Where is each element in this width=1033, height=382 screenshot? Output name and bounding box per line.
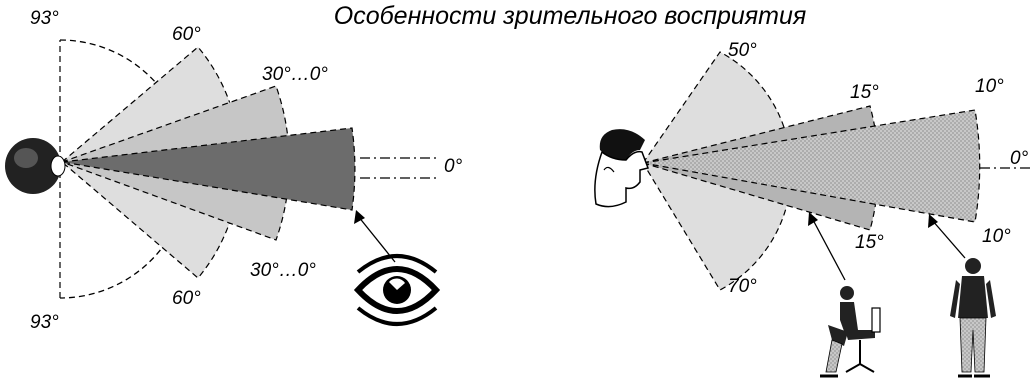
label-right-upper-50: 50° <box>728 40 757 61</box>
arrow-seated-to-sector <box>808 212 846 281</box>
arrow-standing-to-sector <box>928 214 966 259</box>
label-left-bottom-93: 93° <box>30 312 59 333</box>
sector-central <box>61 127 356 211</box>
arrow-eye-to-sector <box>354 210 396 263</box>
eye-icon <box>353 254 441 326</box>
label-left-top-60: 60° <box>172 24 201 45</box>
left-panel-top-view: 93° 60° 30°…0° 30°…0° 60° 93° 0° <box>5 8 463 333</box>
label-left-bottom-60: 60° <box>172 288 201 309</box>
diagram-title: Особенности зрительного восприятия <box>333 2 807 30</box>
label-right-upper-15: 15° <box>850 82 879 103</box>
head-profile-icon <box>594 129 649 208</box>
label-left-axis-0: 0° <box>444 156 463 177</box>
sector-10 <box>642 109 981 223</box>
seated-person-icon <box>820 286 881 378</box>
right-panel-side-view: 50° 15° 10° 0° 15° 10° 70° <box>594 40 1030 378</box>
label-right-upper-10: 10° <box>975 76 1004 97</box>
label-right-axis-0: 0° <box>1010 148 1029 169</box>
head-top-view-icon <box>5 138 66 194</box>
label-left-top-30: 30°…0° <box>262 64 328 85</box>
standing-person-icon <box>950 258 996 378</box>
label-right-lower-15: 15° <box>855 232 884 253</box>
label-left-top-93: 93° <box>30 8 59 29</box>
label-right-lower-70: 70° <box>728 276 757 297</box>
label-left-bottom-30: 30°…0° <box>250 260 316 281</box>
label-right-lower-10: 10° <box>982 226 1011 247</box>
